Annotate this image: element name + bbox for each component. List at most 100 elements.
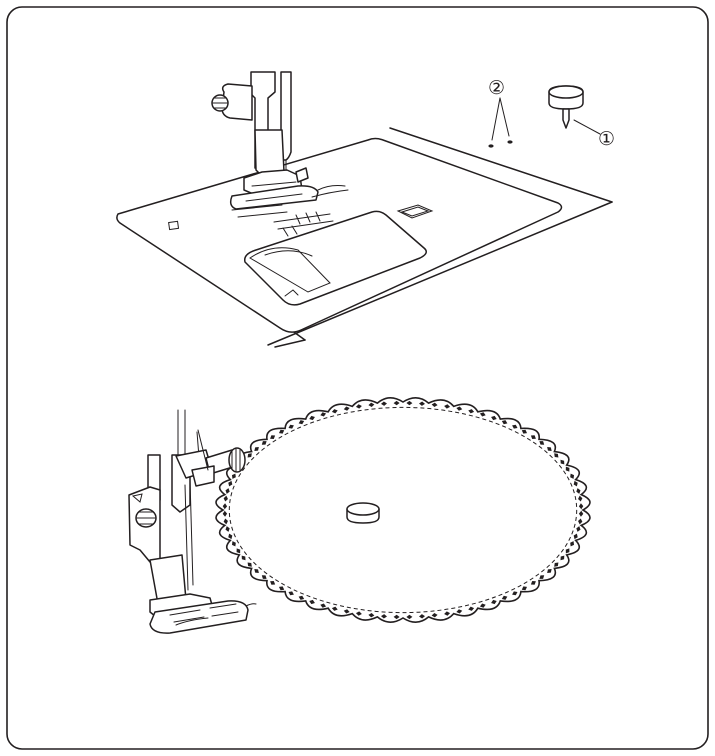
stitch-mark — [241, 555, 246, 561]
stitch-mark — [468, 606, 475, 611]
stitch-mark — [225, 488, 230, 494]
stitch-mark — [261, 441, 267, 445]
stitch-mark — [298, 595, 305, 600]
stitch-mark — [547, 569, 552, 573]
stitch-mark — [228, 480, 233, 487]
stitch-mark — [298, 420, 305, 425]
stitch-mark — [320, 412, 327, 417]
stitch-mark — [530, 581, 536, 585]
sewing-foot-attachment — [128, 409, 257, 634]
stitch-mark — [578, 495, 583, 502]
stitch-mark — [278, 586, 285, 591]
stitch-mark — [521, 586, 528, 591]
stitch-mark — [222, 510, 228, 517]
stitch-mark — [406, 614, 413, 620]
figure-border — [6, 6, 709, 750]
stitch-mark — [254, 569, 259, 573]
stitch-mark — [331, 409, 338, 414]
stitch-mark — [355, 611, 362, 616]
stitch-mark — [331, 606, 338, 611]
stitch-mark — [278, 429, 285, 434]
stitch-mark — [309, 415, 315, 421]
stitch-guide-line — [228, 406, 578, 614]
stitch-mark — [560, 555, 565, 561]
stitch-mark — [288, 591, 294, 596]
stitch-mark — [270, 581, 276, 585]
stitch-mark — [419, 614, 425, 619]
stitch-mark — [539, 575, 545, 579]
stitch-mark — [355, 404, 362, 409]
stitch-mark — [222, 503, 228, 510]
stitch-mark — [368, 402, 375, 407]
bobbin-cover — [243, 210, 427, 306]
plate-slot — [168, 220, 180, 231]
stitch-mark — [554, 453, 559, 458]
callout-number-1: ① — [598, 128, 615, 150]
stitch-mark — [554, 562, 559, 567]
stitch-mark — [565, 466, 570, 472]
scallop-stitch-outer — [215, 397, 591, 623]
stitch-mark — [406, 400, 413, 406]
stitch-mark — [225, 526, 230, 532]
stitch-mark — [479, 603, 486, 608]
stitch-mark — [444, 611, 451, 616]
stitch-mark — [381, 614, 387, 619]
stitch-mark — [570, 473, 575, 479]
stitch-mark — [231, 541, 236, 547]
stitch-mark — [512, 591, 518, 596]
stitch-mark — [236, 548, 241, 554]
stitch-mark — [456, 406, 463, 411]
stitch-mark — [309, 599, 315, 605]
stitch-mark — [491, 415, 497, 421]
stitch-mark — [501, 420, 508, 425]
stitch-mark — [560, 459, 565, 465]
stitch-mark — [270, 435, 276, 439]
stitch-mark — [320, 603, 327, 608]
stitch-mark — [578, 510, 584, 517]
stitch-mark — [501, 595, 508, 600]
stitch-mark — [573, 533, 578, 540]
stitch-mark — [431, 613, 438, 618]
stitch-mark — [419, 401, 425, 406]
stitch-mark — [512, 424, 518, 429]
stitch-mark — [479, 412, 486, 417]
pins — [488, 140, 513, 148]
stitch-mark — [228, 533, 233, 540]
stitch-mark — [247, 562, 252, 567]
callout-2: ② — [488, 77, 510, 141]
top-panel: ① ② — [116, 71, 615, 348]
stitch-mark — [393, 614, 400, 620]
circle-pin — [548, 85, 584, 129]
bottom-panel — [128, 397, 591, 634]
stitch-mark — [570, 541, 575, 547]
stitch-mark — [565, 548, 570, 554]
presser-foot — [211, 71, 349, 210]
stitch-mark — [547, 447, 552, 451]
stitch-mark — [223, 518, 228, 525]
stitch-mark — [491, 599, 497, 605]
callout-1: ① — [573, 119, 615, 150]
stitch-mark — [247, 453, 252, 458]
stitch-mark — [254, 447, 259, 451]
stitch-mark — [576, 526, 581, 532]
stitch-mark — [578, 518, 583, 525]
callout-number-2: ② — [488, 77, 505, 99]
scallop-outline — [215, 397, 591, 623]
stitch-mark — [223, 495, 228, 502]
stitch-mark — [573, 480, 578, 487]
stitch-mark — [343, 406, 350, 411]
stitch-mark — [521, 429, 528, 434]
stitch-mark — [578, 503, 584, 510]
circle-pin-cap — [346, 502, 380, 524]
stitch-line — [222, 400, 584, 620]
stitch-mark — [393, 400, 400, 406]
stitch-mark — [231, 473, 236, 479]
stitch-mark — [444, 404, 451, 409]
stitch-mark — [576, 488, 581, 494]
stitch-mark — [456, 609, 463, 614]
stitch-mark — [288, 424, 294, 429]
stitch-mark — [368, 613, 375, 618]
stitch-mark — [539, 441, 545, 445]
stitch-mark — [530, 435, 536, 439]
